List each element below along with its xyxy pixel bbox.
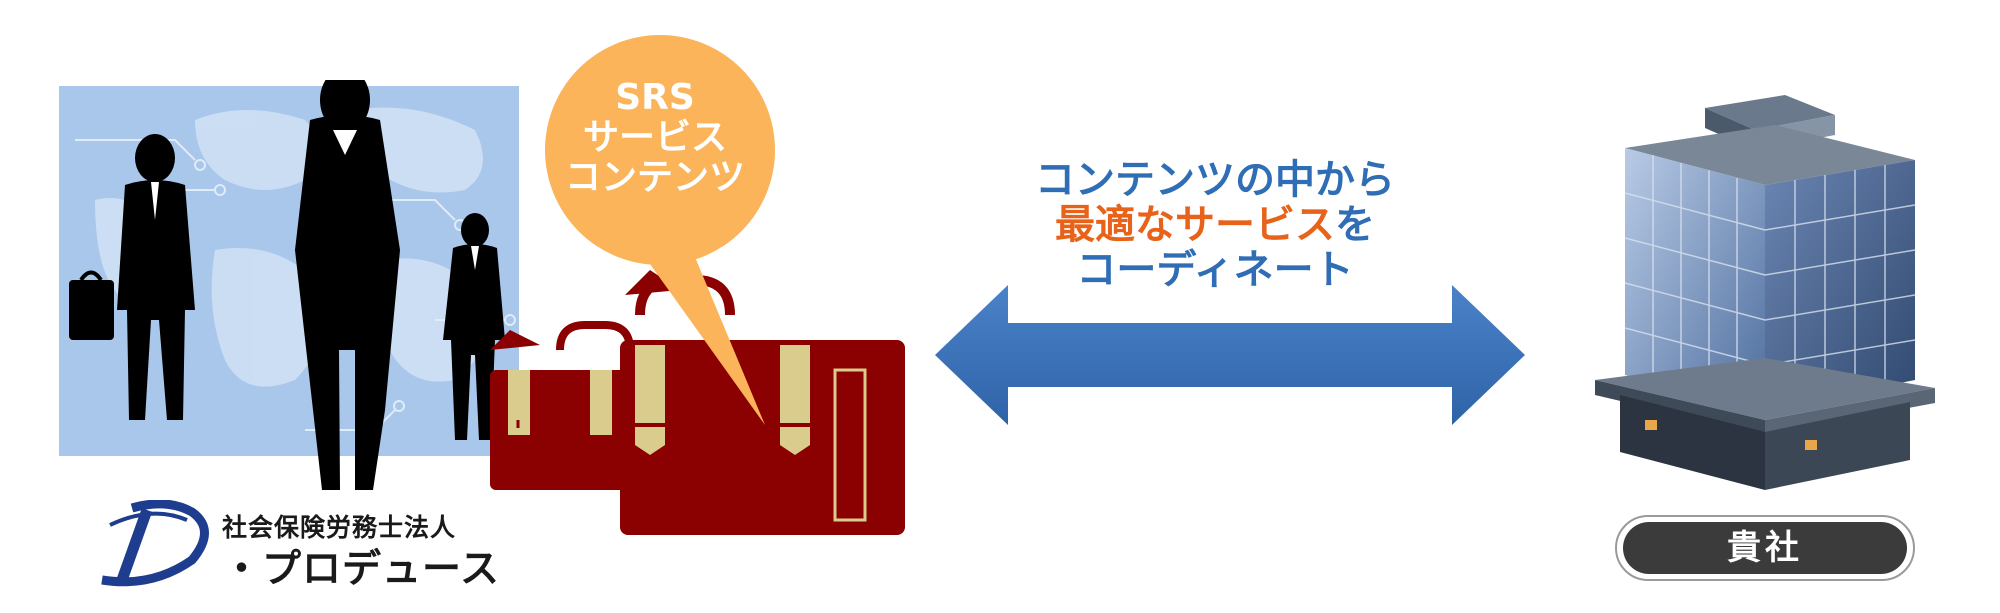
caption-line-3: コーディネート <box>1076 247 1354 293</box>
bubble-text: SRS サービス コンテンツ <box>540 78 770 198</box>
logo-subtitle: 社会保険労務士法人 <box>222 513 457 542</box>
coordination-caption: コンテンツの中から 最適なサービスを コーディネート <box>980 158 1450 293</box>
company-logo-mark <box>101 500 209 587</box>
bubble-line-3: コンテンツ <box>564 157 745 198</box>
caption-highlight: 最適なサービス <box>1055 202 1335 248</box>
caption-line-2-rest: を <box>1335 202 1375 248</box>
logo-company-name: ・プロデュース <box>222 546 501 592</box>
speech-bubble <box>545 35 775 425</box>
caption-line-1: コンテンツの中から <box>1035 157 1395 203</box>
double-arrow <box>935 285 1525 425</box>
caption-line-2: 最適なサービスを <box>980 203 1450 248</box>
businesswoman-silhouette <box>295 80 400 490</box>
businessman-silhouette-small <box>443 213 505 440</box>
businessman-silhouette <box>69 134 195 420</box>
briefcase-icon-large <box>620 270 905 535</box>
bubble-line-1: SRS <box>615 77 695 118</box>
client-label: 貴社 <box>1623 522 1907 574</box>
client-label-pill: 貴社 <box>1615 515 1915 581</box>
briefcase-icon-small <box>490 321 640 490</box>
office-building-icon <box>1595 95 1935 490</box>
team-illustration <box>59 80 519 490</box>
briefcases-illustration <box>490 270 905 535</box>
bubble-line-2: サービス <box>582 117 727 158</box>
